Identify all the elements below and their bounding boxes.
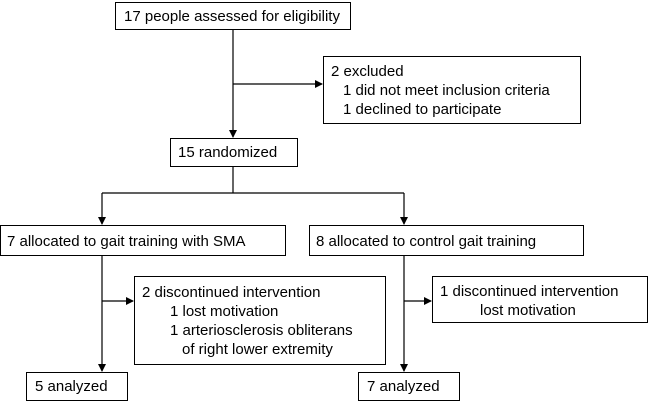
excluded-reason: 1 declined to participate [343, 101, 502, 118]
control-allocation-text: 8 allocated to control gait training [316, 233, 537, 250]
sma-discontinued-reason: 1 lost motivation [170, 303, 279, 320]
control-discontinued-reason: lost motivation [480, 302, 576, 319]
sma-allocation-box: 7 allocated to gait training with SMA [0, 225, 286, 256]
control-discontinued-box: 1 discontinued intervention lost motivat… [432, 276, 648, 323]
randomized-text: 15 randomized [178, 144, 278, 161]
control-discontinued-title: 1 discontinued intervention [440, 283, 619, 300]
control-analyzed-text: 7 analyzed [367, 378, 440, 395]
excluded-title: 2 excluded [331, 63, 404, 80]
sma-discontinued-reason: of right lower extremity [182, 341, 333, 358]
randomized-box: 15 randomized [170, 138, 298, 167]
control-analyzed-box: 7 analyzed [358, 372, 460, 401]
excluded-box: 2 excluded 1 did not meet inclusion crit… [323, 56, 581, 124]
eligibility-text: 17 people assessed for eligibility [124, 8, 340, 25]
eligibility-box: 17 people assessed for eligibility [115, 2, 351, 30]
control-allocation-box: 8 allocated to control gait training [309, 225, 584, 256]
excluded-reason: 1 did not meet inclusion criteria [343, 82, 550, 99]
sma-discontinued-box: 2 discontinued intervention 1 lost motiv… [134, 276, 386, 365]
sma-analyzed-text: 5 analyzed [35, 378, 108, 395]
sma-discontinued-title: 2 discontinued intervention [142, 284, 321, 301]
sma-analyzed-box: 5 analyzed [26, 372, 128, 401]
sma-discontinued-reason: 1 arteriosclerosis obliterans [170, 322, 353, 339]
sma-allocation-text: 7 allocated to gait training with SMA [7, 233, 246, 250]
